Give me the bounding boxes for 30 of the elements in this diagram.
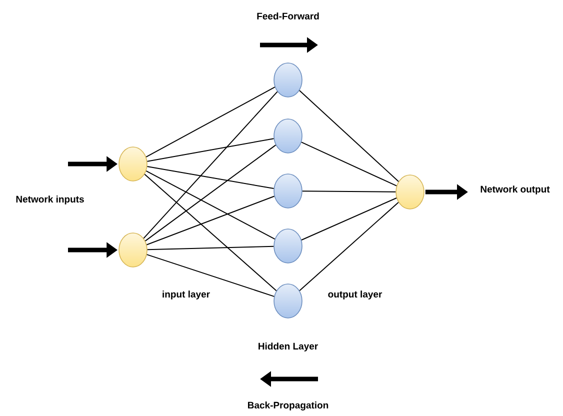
connection-line <box>146 138 274 162</box>
connection-line <box>300 142 398 186</box>
connection-line <box>298 90 400 182</box>
layer-label: input layer <box>162 290 210 300</box>
neuron-circle <box>274 118 302 154</box>
layer-label: Hidden Layer <box>258 342 318 352</box>
neuron-circle <box>118 146 148 182</box>
connection-line <box>144 144 276 242</box>
layer-label: Network output <box>480 186 550 194</box>
layer-label: output layer <box>328 290 382 300</box>
connection-line <box>146 86 276 158</box>
layer-label: Network inputs <box>16 196 84 204</box>
connection-line <box>146 254 275 297</box>
connection-line <box>146 246 274 250</box>
neuron-circle <box>274 62 302 98</box>
connection-line <box>146 166 274 190</box>
connection-line <box>299 202 399 292</box>
layer-label: Back-Propagation <box>248 402 328 410</box>
layer-label: Feed-Forward <box>257 12 319 20</box>
connection-line <box>143 91 278 239</box>
neuron-circle <box>274 174 302 208</box>
connection-line <box>302 190 396 192</box>
neuron-circle <box>274 284 302 318</box>
neuron-circle <box>274 228 302 264</box>
connection-line <box>146 170 276 240</box>
neuron-circle <box>118 232 148 268</box>
neuron-circle <box>396 174 424 210</box>
connection-line <box>301 197 397 241</box>
connection-line <box>146 196 275 246</box>
connection-line <box>144 174 277 292</box>
